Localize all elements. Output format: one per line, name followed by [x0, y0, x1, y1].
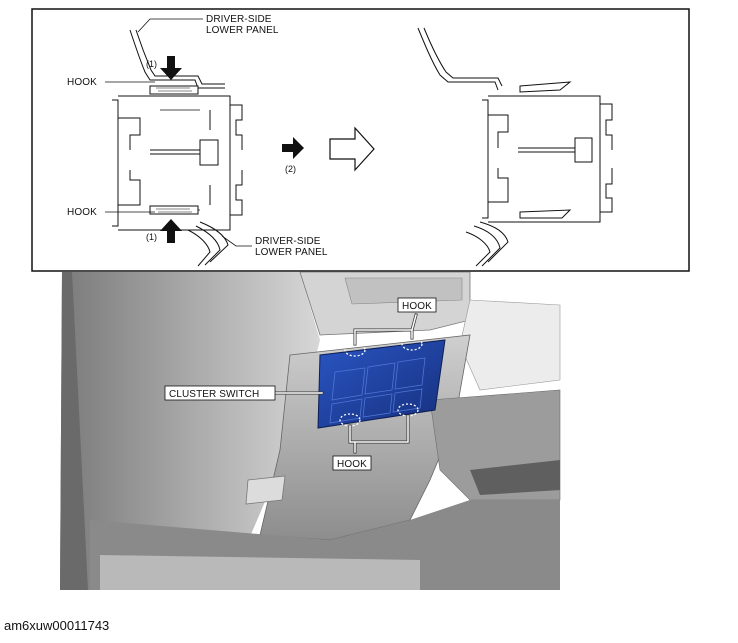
cluster-switch-label: CLUSTER SWITCH: [169, 389, 259, 400]
step-1-label-top: (1): [146, 59, 157, 69]
step-1-label-bottom: (1): [146, 232, 157, 242]
cluster-switch-callout-box: [164, 385, 276, 401]
push-down-arrow: [160, 56, 182, 80]
photo-hook-label-top: HOOK: [402, 301, 432, 312]
push-up-arrow: [160, 219, 182, 243]
driver-side-lower-panel-label-bottom: DRIVER-SIDE: [255, 236, 321, 247]
vehicle-interior-render: HOOK HOOK CLUSTER SWITCH: [60, 271, 561, 590]
step-2-label: (2): [285, 164, 296, 174]
hook-label-top: HOOK: [67, 77, 97, 88]
pull-out-arrow: [282, 137, 304, 159]
hook-label-bottom: HOOK: [67, 207, 97, 218]
transition-arrow: [329, 126, 375, 172]
driver-side-lower-panel-label-bottom-2: LOWER PANEL: [255, 247, 328, 258]
clip-assembly-before: [112, 29, 243, 267]
driver-side-lower-panel-label-top: DRIVER-SIDE: [206, 14, 272, 25]
photo-hook-label-bottom: HOOK: [337, 459, 367, 470]
hook-callout-bottom-box: [332, 455, 372, 471]
hook-release-diagram: DRIVER-SIDE LOWER PANEL HOOK HOOK (1) (1…: [31, 8, 690, 272]
cluster-switch-panel: [317, 339, 446, 429]
clip-assembly-after: [417, 27, 613, 267]
driver-side-lower-panel-label-top-2: LOWER PANEL: [206, 25, 279, 36]
figure-id-caption: am6xuw00011743: [4, 618, 110, 633]
hook-callout-top-box: [397, 297, 437, 313]
